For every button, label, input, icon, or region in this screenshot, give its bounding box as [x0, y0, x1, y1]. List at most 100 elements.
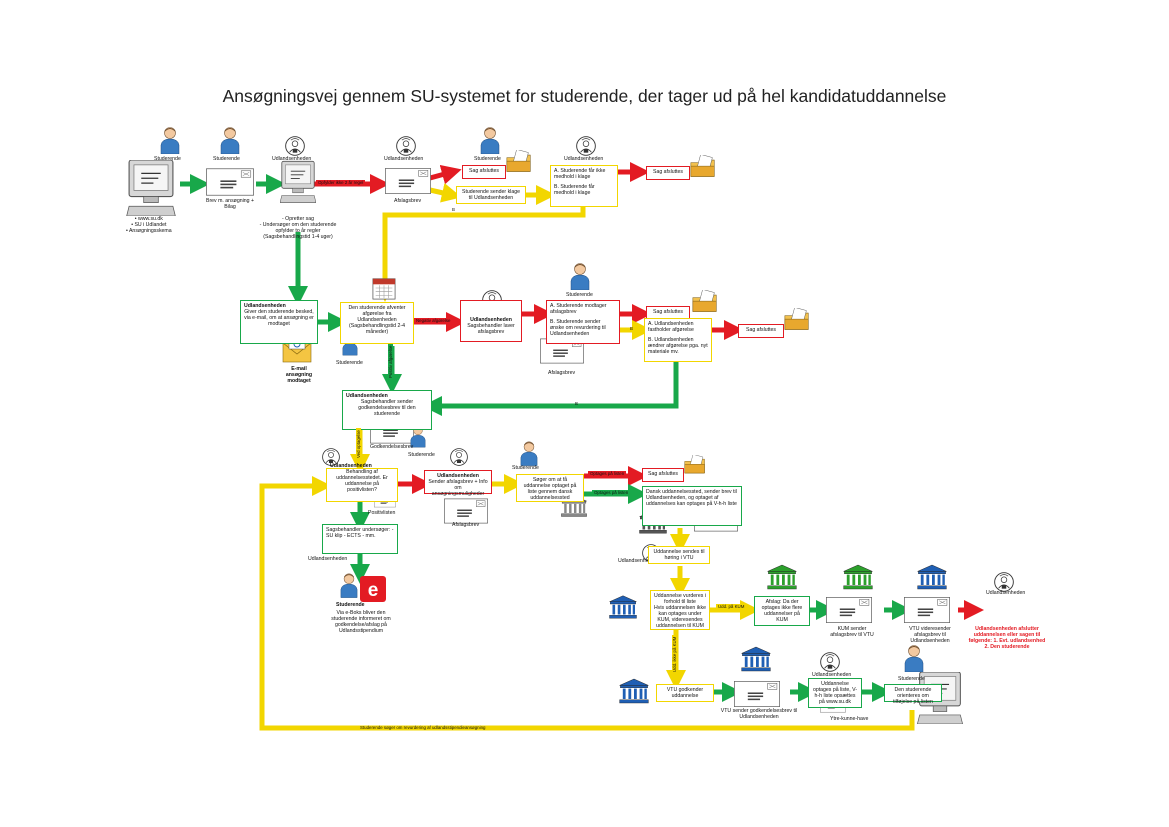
letter-icon	[734, 680, 780, 708]
label-studerende: Studerende	[213, 156, 240, 162]
arrow-r2-7	[422, 362, 679, 416]
letter-icon	[206, 168, 254, 196]
afslag-box: Udlandsenheden Sender afslagsbrev + Info…	[424, 470, 492, 497]
office-note: opfylder to år regler	[275, 228, 321, 234]
agent-icon	[285, 136, 305, 156]
agent-icon	[450, 448, 468, 466]
godkendelse-box: Udlandsenheden Sagsbehandler sender godk…	[342, 390, 432, 430]
sagsbeh-undersog-box: Sagsbehandler undersøger: - SU klip - EC…	[322, 524, 398, 554]
student-icon	[220, 127, 240, 154]
optages-box: Dansk uddannelsessted, sender brev til U…	[642, 486, 742, 526]
folder-icon	[690, 155, 715, 177]
folder-icon	[506, 150, 531, 172]
label-studerende: Studerende	[566, 292, 593, 298]
sag-afsluttes-box: Sag afsluttes	[738, 324, 784, 338]
udl-studerende-box: Den studerende orienteres om tilføjelse …	[884, 684, 942, 705]
sag-afsluttes-box: Sag afsluttes	[642, 468, 684, 482]
sag-afsluttes-box: Sag afsluttes	[646, 166, 690, 180]
arrow-label-kum: Udd. på KUM	[716, 604, 747, 609]
label-udlandsenheden: Udlandsenheden	[272, 156, 312, 162]
student-icon	[520, 441, 538, 466]
arrow-label-return: Studerende søger om revurdering af udlan…	[360, 725, 486, 730]
arrow-label-ikke-optaget: Optages på listen	[588, 471, 627, 476]
email-caption: E-mail ansøgning modtaget	[285, 366, 313, 384]
options-box: A. Studerende modtager afslagsbrev B. St…	[546, 300, 620, 344]
university-icon	[917, 564, 947, 590]
final-red-label: Udlandsenheden afslutter uddannelsen ell…	[968, 626, 1046, 650]
behandling-box: Udlandsenheden Behandling af uddannelses…	[326, 463, 398, 502]
student-icon	[480, 127, 500, 154]
arrow-label-optages: Optages på listen	[592, 490, 631, 495]
udl-box-title: Udlandsenheden	[244, 303, 286, 309]
arrow-r1-4	[429, 164, 462, 185]
behandling-title: Udlandsenheden	[330, 463, 372, 469]
agent-icon	[396, 136, 416, 156]
page-title: Ansøgningsvej gennem SU-systemet for stu…	[222, 86, 947, 106]
office-note: - Opretter sag	[281, 216, 314, 222]
afslag-title: Udlandsenheden	[437, 473, 479, 479]
label-studerende: Studerende	[336, 602, 365, 608]
arrow-r1-5	[429, 183, 462, 203]
vurdering-box: Uddannelse vurderes i forhold til liste …	[650, 590, 710, 630]
sagsbehandler-text: Sagsbehandler laver afslagsbrev	[467, 323, 515, 335]
result-a: A. Udlandsenheden fastholder afgørelse	[648, 321, 694, 333]
vtu-sender-label: VTU sender godkendelsesbrev til Udlandse…	[720, 708, 798, 720]
label-studerende: Studerende	[512, 465, 539, 471]
folder-icon	[784, 308, 809, 330]
office-notes: - Opretter sag - Undersøger om den stude…	[248, 216, 348, 240]
option-a: A. Studerende modtager afslagsbrev	[550, 303, 607, 315]
label-b: B	[575, 401, 578, 406]
afslagsbrev-label: Afslagsbrev	[394, 198, 422, 204]
afslagsbrev-label: Afslagsbrev	[452, 522, 480, 528]
label-udlandsenheden: Udlandsenheden	[618, 558, 658, 564]
calendar-icon	[372, 278, 396, 300]
web-list: • www.su.dk • SU i Udlandet • Ansøgnings…	[126, 216, 172, 234]
label-b: B	[630, 326, 633, 331]
udl-box-text: Giver den studerende besked, via e-mail,…	[244, 309, 314, 327]
student-icon	[570, 263, 590, 290]
afslagsbrev-label: Afslagsbrev	[548, 370, 576, 376]
student-icon	[904, 645, 924, 672]
arrow-r1-8	[375, 207, 586, 302]
sagsbehandler-title: Udlandsenheden	[470, 317, 512, 323]
result-b: B. Udlandsenheden ændrer afgørelse pga. …	[648, 337, 708, 355]
icons: e	[126, 127, 1014, 724]
label-udlandsenheden: Udlandsenheden	[384, 156, 424, 162]
agent-icon	[820, 652, 840, 672]
university-icon	[843, 564, 873, 590]
label-udlandsenheden: Udlandsenheden	[308, 556, 348, 562]
behandling-text: Behandling af uddannelsesstedet. Er udda…	[336, 469, 388, 493]
office-note: (Sagsbehandlingstid 1-4 uger)	[263, 234, 333, 240]
web-list-item: • www.su.dk	[134, 216, 163, 222]
vtu-videresender-label: VTU videresender afslagsbrev til Udlands…	[909, 626, 951, 644]
arrow-label-optaget: Ved optagelse	[356, 428, 361, 460]
arrow-return	[259, 476, 915, 731]
klage-box: Studerende sender klage til Udlandsenhed…	[456, 186, 526, 204]
university-icon	[609, 595, 637, 619]
university-icon	[741, 646, 771, 672]
label-udlandsenheden: Udlandsenheden	[986, 590, 1026, 596]
label-udlandsenheden: Udlandsenheden	[812, 672, 852, 678]
letter-icon	[385, 168, 431, 194]
arrow-label-positive: Positiv afgørelse	[388, 343, 393, 380]
sagsbehandler-box: Udlandsenheden Sagsbehandler laver afsla…	[460, 300, 522, 342]
afslag-text: Sender afslagsbrev + Info om ansøgningsm…	[428, 479, 488, 497]
kum-box: Afslag: Da der optages ikke flere uddann…	[754, 596, 810, 626]
label-studerende: Studerende	[336, 360, 363, 366]
university-icon	[619, 678, 649, 704]
office-note: - Undersøger om den studerende	[259, 222, 337, 228]
godkendelse-text: Sagsbehandler sender godkendelsesbrev ti…	[358, 399, 416, 417]
arrow-label-not-met: Opfylder ikke 2 år regel	[316, 180, 366, 185]
udl-email-box: Udlandsenheden Giver den studerende besk…	[240, 300, 318, 344]
label-udlandsenheden: Udlandsenheden	[564, 156, 604, 162]
letter-caption: Brev m. ansøgning + Bilag	[205, 198, 254, 210]
agent-icon	[576, 136, 596, 156]
sag-afsluttes-box: Sag afsluttes	[462, 165, 506, 179]
arrow-label-negative: Negativ afgørelse	[414, 318, 453, 323]
options-box: A. Studerende får ikke medhold i klage B…	[550, 165, 618, 207]
student-icon	[160, 127, 180, 154]
label-studerende: Studerende	[408, 452, 435, 458]
kum-sender-label: KUM sender afslagsbrev til VTU	[830, 626, 874, 638]
vtu-godkender-box: VTU godkender uddannelse	[656, 684, 714, 702]
